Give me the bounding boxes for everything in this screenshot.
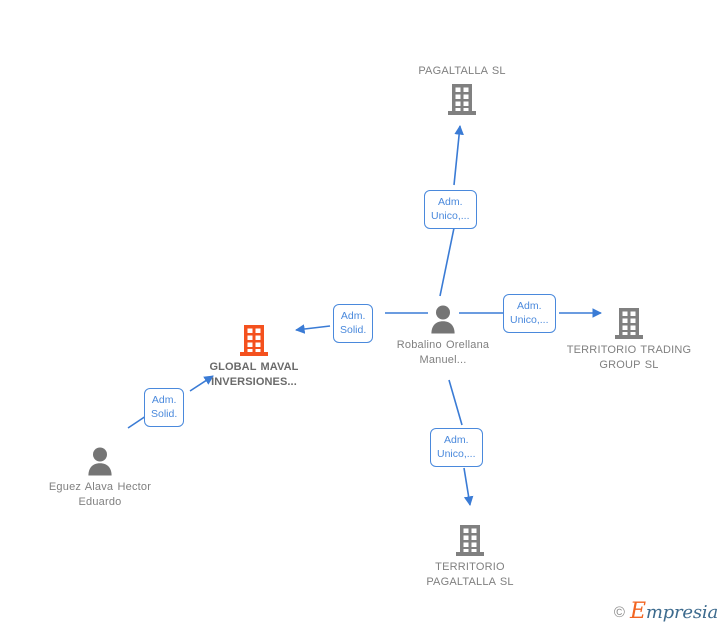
graph-node-territorio-pagaltalla[interactable]: TERRITORIO PAGALTALLA SL [400, 523, 540, 590]
edge-label-line-2: Solid. [340, 324, 367, 336]
node-label: TERRITORIO PAGALTALLA SL [426, 561, 514, 588]
graph-node-eguez[interactable]: Eguez Alava Hector Eduardo [30, 445, 170, 510]
node-label: GLOBAL MAVAL INVERSIONES... [209, 361, 299, 388]
brand-rest: mpresia [645, 602, 718, 623]
copyright-symbol: © [613, 603, 625, 621]
edge-label-line-1: Adm. [517, 300, 542, 312]
person-icon [373, 303, 513, 335]
building-icon [392, 82, 532, 116]
node-label: Robalino Orellana Manuel... [396, 339, 490, 366]
edge-label-eguez-global-maval[interactable]: Adm. Solid. [144, 388, 185, 427]
node-label: Eguez Alava Hector Eduardo [48, 481, 152, 508]
edge-label-line-2: Unico,... [510, 314, 549, 326]
edge-label-robalino-territorio-trading[interactable]: Adm. Unico,... [503, 294, 556, 333]
empresia-watermark: © Empresia [614, 601, 718, 623]
graph-node-global-maval[interactable]: GLOBAL MAVAL INVERSIONES... [184, 323, 324, 390]
edge-label-line-1: Adm. [151, 394, 177, 406]
node-label: TERRITORIO TRADING GROUP SL [566, 344, 692, 371]
edge-label-line-1: Adm. [340, 310, 366, 322]
building-icon [184, 323, 324, 357]
edge-label-line-1: Adm. [438, 196, 463, 208]
graph-node-territorio-trading[interactable]: TERRITORIO TRADING GROUP SL [559, 306, 699, 373]
node-label: PAGALTALLA SL [418, 65, 506, 77]
graph-node-robalino[interactable]: Robalino Orellana Manuel... [373, 303, 513, 368]
edge-label-robalino-territorio-pagaltalla[interactable]: Adm. Unico,... [430, 428, 483, 467]
graph-node-pagaltalla[interactable]: PAGALTALLA SL [392, 64, 532, 116]
edge-label-line-2: Unico,... [431, 210, 470, 222]
edge-label-robalino-global-maval[interactable]: Adm. Solid. [333, 304, 374, 343]
brand-wordmark: Empresia [630, 601, 718, 623]
edge-label-line-2: Unico,... [437, 448, 476, 460]
building-icon [559, 306, 699, 340]
brand-initial: E [629, 599, 646, 624]
edge-label-line-1: Adm. [444, 434, 469, 446]
person-icon [30, 445, 170, 477]
building-icon [400, 523, 540, 557]
edge-label-robalino-pagaltalla[interactable]: Adm. Unico,... [424, 190, 477, 229]
edge-label-line-2: Solid. [151, 408, 178, 420]
